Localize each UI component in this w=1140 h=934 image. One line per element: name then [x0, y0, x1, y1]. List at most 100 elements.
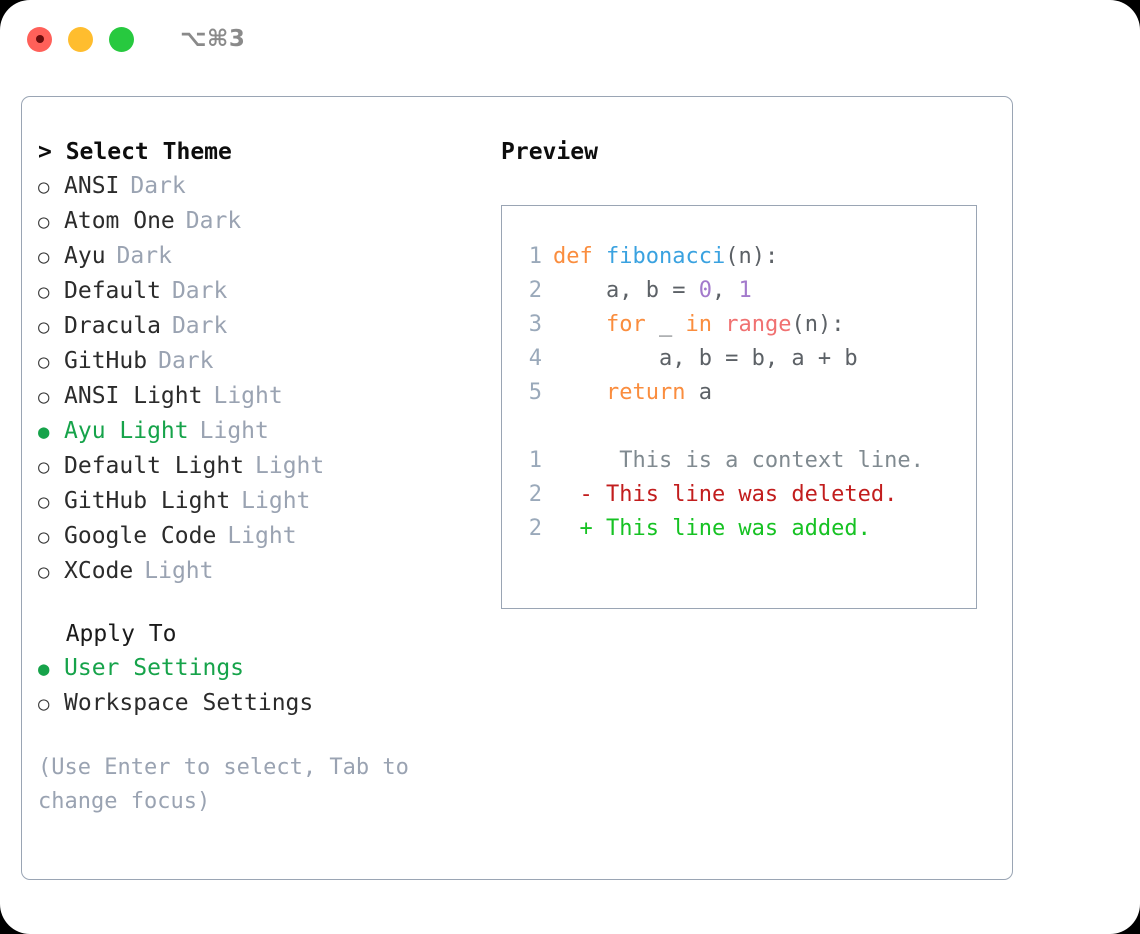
token-txt: a, b =: [553, 278, 699, 303]
theme-option-github-light[interactable]: ○ GitHub Light Light: [38, 484, 468, 519]
diff-sample: 1 This is a context line.2 - This line w…: [514, 444, 976, 546]
radio-selected-icon: ●: [38, 421, 50, 443]
code-text: def fibonacci(n):: [553, 240, 778, 274]
token-punc: (n):: [725, 244, 779, 269]
diff-line-ctx: 1 This is a context line.: [514, 444, 976, 478]
line-number: 3: [528, 312, 542, 337]
line-number: 1: [528, 244, 542, 269]
close-icon: [35, 35, 44, 43]
option-variant-tag: Dark: [171, 313, 228, 339]
close-button[interactable]: [27, 26, 52, 52]
option-label: Google Code: [64, 523, 217, 549]
option-variant-tag: Light: [144, 558, 214, 584]
option-label: Ayu: [64, 243, 106, 269]
line-number: 1: [528, 448, 542, 473]
token-kw: def: [553, 244, 606, 269]
radio-empty-icon: ○: [38, 176, 50, 198]
token-fn: fibonacci: [605, 244, 726, 269]
option-variant-tag: Light: [227, 523, 297, 549]
window-controls: [27, 26, 134, 52]
theme-option-google-code[interactable]: ○ Google Code Light: [38, 519, 468, 554]
radio-empty-icon: ○: [38, 386, 50, 408]
token-num: 0: [698, 278, 712, 303]
select-theme-header: > Select Theme: [38, 139, 232, 165]
code-line: 3 for _ in range(n):: [514, 308, 976, 342]
option-label: User Settings: [64, 655, 245, 681]
radio-empty-icon: ○: [38, 281, 50, 303]
token-txt: [553, 380, 606, 405]
apply-to-header: Apply To: [38, 621, 177, 647]
radio-empty-icon: ○: [38, 456, 50, 478]
line-number: 2: [528, 278, 542, 303]
token-txt: [712, 312, 725, 337]
token-punc: (n):: [791, 312, 845, 337]
option-label: ANSI: [64, 173, 120, 199]
radio-empty-icon: ○: [38, 246, 50, 268]
line-number: 2: [528, 516, 542, 541]
option-label: XCode: [64, 558, 134, 584]
keyboard-hint-text: (Use Enter to select, Tab to change focu…: [38, 755, 409, 814]
minimize-button[interactable]: [68, 26, 93, 52]
option-label: GitHub: [64, 348, 148, 374]
line-number: 2: [528, 482, 542, 507]
theme-option-github[interactable]: ○ GitHub Dark: [38, 344, 468, 379]
option-variant-tag: Light: [213, 383, 283, 409]
theme-option-ansi[interactable]: ○ ANSI Dark: [38, 169, 468, 204]
diff-line-add: 2 + This line was added.: [514, 512, 976, 546]
code-line: 1 def fibonacci(n):: [514, 240, 976, 274]
title-bar: ⌥⌘3: [0, 0, 1140, 78]
token-kw: in: [685, 312, 712, 337]
apply-option-workspace-settings[interactable]: ○Workspace Settings: [38, 686, 468, 721]
option-variant-tag: Light: [241, 488, 311, 514]
code-text: a, b = 0, 1: [553, 274, 752, 308]
radio-empty-icon: ○: [38, 561, 50, 583]
radio-empty-icon: ○: [38, 316, 50, 338]
maximize-button[interactable]: [109, 26, 134, 52]
code-line: 5 return a: [514, 376, 976, 410]
code-text: return a: [553, 376, 712, 410]
keyboard-shortcut-label: ⌥⌘3: [180, 26, 246, 52]
theme-option-ansi-light[interactable]: ○ ANSI Light Light: [38, 379, 468, 414]
option-label: ANSI Light: [64, 383, 203, 409]
code-text: for _ in range(n):: [553, 308, 844, 342]
radio-empty-icon: ○: [38, 491, 50, 513]
token-kw: for: [605, 312, 646, 337]
token-txt: a, b = b, a + b: [553, 346, 858, 371]
diff-text: This is a context line.: [553, 448, 924, 473]
option-label: Atom One: [64, 208, 175, 234]
token-num: 1: [738, 278, 752, 303]
radio-empty-icon: ○: [38, 351, 50, 373]
radio-empty-icon: ○: [38, 526, 50, 548]
code-line: 4 a, b = b, a + b: [514, 342, 976, 376]
token-txt: ,: [711, 278, 739, 303]
diff-text: - This line was deleted.: [553, 482, 898, 507]
diff-text: + This line was added.: [553, 516, 871, 541]
token-txt: _: [645, 312, 686, 337]
option-variant-tag: Dark: [130, 173, 186, 199]
option-label: GitHub Light: [64, 488, 231, 514]
token-txt: a: [685, 380, 712, 405]
apply-to-option-list: ● User Settings ○Workspace Settings: [38, 651, 468, 721]
option-label: Default: [64, 278, 161, 304]
diff-line-del: 2 - This line was deleted.: [514, 478, 976, 512]
radio-selected-icon: ●: [38, 658, 50, 680]
option-variant-tag: Light: [255, 453, 325, 479]
token-txt: [553, 312, 606, 337]
option-label: Workspace Settings: [64, 690, 314, 716]
theme-option-xcode[interactable]: ○ XCode Light: [38, 554, 468, 589]
radio-empty-icon: ○: [38, 211, 50, 233]
code-text: a, b = b, a + b: [553, 342, 858, 376]
apply-option-user-settings[interactable]: ● User Settings: [38, 651, 468, 686]
option-variant-tag: Light: [199, 418, 269, 444]
option-variant-tag: Dark: [158, 348, 214, 374]
